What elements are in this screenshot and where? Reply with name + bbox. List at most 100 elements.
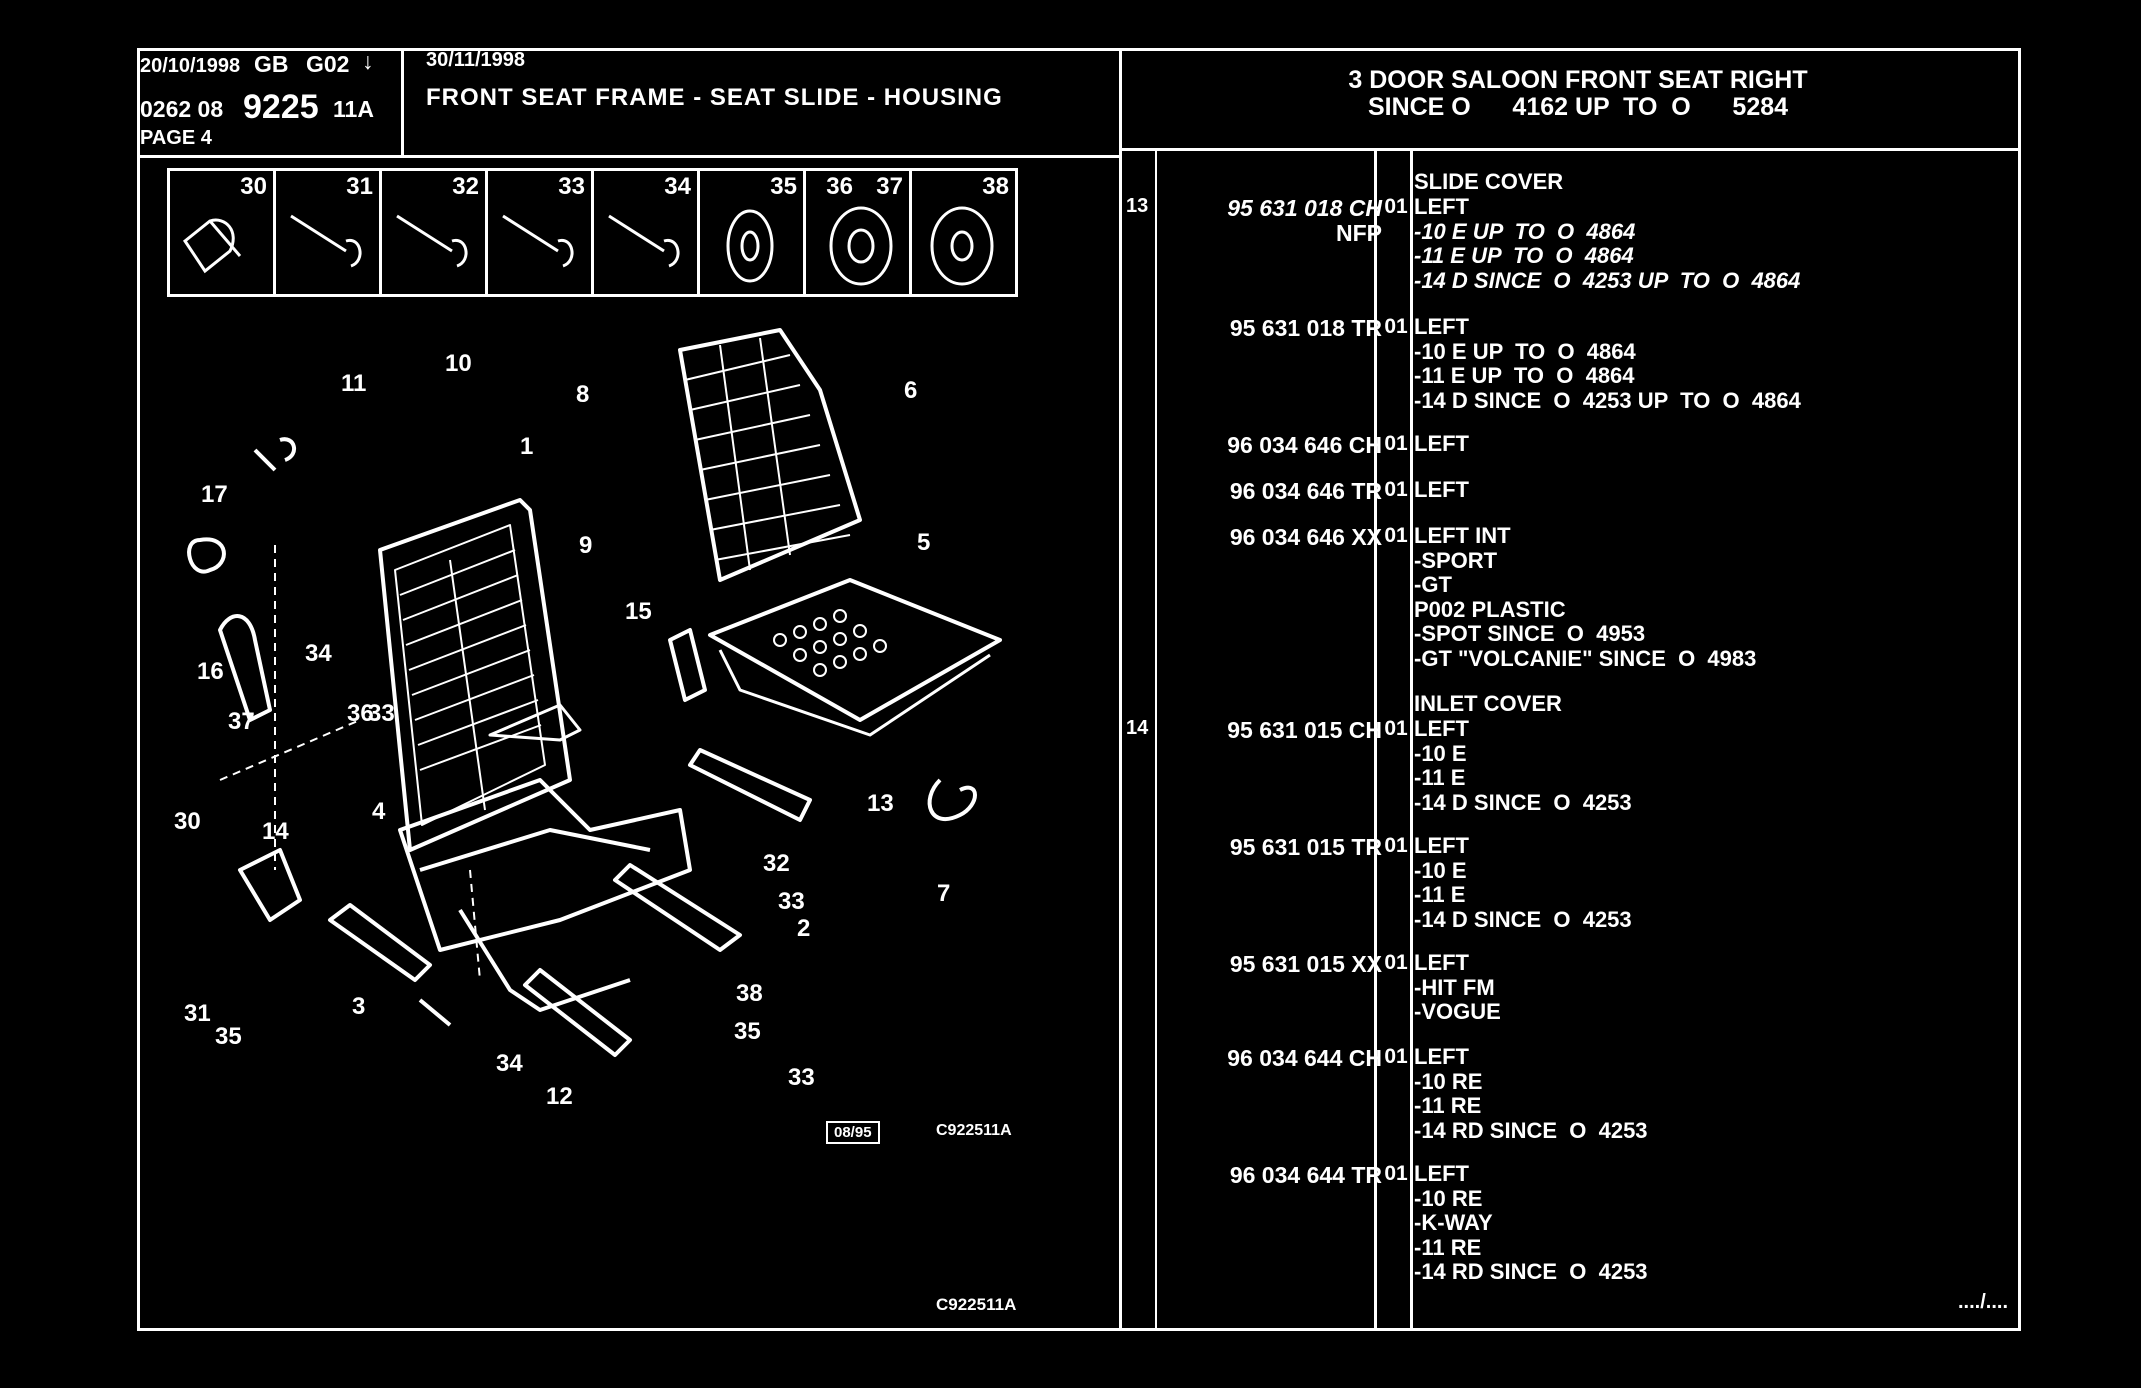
description-line: -GT xyxy=(1414,572,1452,598)
diagram-callout: 13 xyxy=(867,790,894,817)
part-quantity: 01 xyxy=(1384,315,1408,338)
part-number: 95 631 015 XX xyxy=(1229,951,1382,977)
description-line: -10 RE xyxy=(1414,1068,1483,1094)
diagram-callout: 2 xyxy=(797,915,811,942)
part-quantity: 01 xyxy=(1384,195,1408,218)
thumbnail-number: 32 xyxy=(452,173,479,200)
thumbnail-number: 38 xyxy=(982,173,1009,200)
header-divider xyxy=(137,155,1121,158)
description-line: LEFT xyxy=(1414,477,1469,502)
diagram-callout: 1 xyxy=(520,433,534,460)
description-line: -14 D SINCE O 4253 xyxy=(1414,789,1632,815)
part-description: LEFT xyxy=(1414,431,1469,457)
diagram-callout: 12 xyxy=(546,1083,573,1110)
description-line: -11 RE xyxy=(1414,1093,1482,1119)
diagram-callout: 15 xyxy=(625,598,652,625)
description-line: LEFT xyxy=(1414,1044,1469,1069)
part-description: LEFT-10 E-11 E-14 D SINCE O 4253 xyxy=(1414,833,1632,932)
header-date2: 30/11/1998 xyxy=(426,49,525,71)
header-split-left xyxy=(401,48,404,156)
part-note: NFP xyxy=(1336,219,1382,246)
part-ref: 14 xyxy=(1126,717,1149,739)
header-lang: GB xyxy=(254,51,289,77)
diagram-callout: 11 xyxy=(341,370,367,397)
part-description: LEFT-10 E-11 E-14 D SINCE O 4253 xyxy=(1414,716,1632,815)
description-line: -HIT FM xyxy=(1414,974,1495,1000)
thumbnail-cell: 36 37 xyxy=(806,171,912,294)
part-quantity: 01 xyxy=(1384,478,1408,501)
col-divider-ref xyxy=(1155,150,1157,1330)
header-date1: 20/10/1998 xyxy=(140,55,241,77)
fastener-icon xyxy=(930,206,994,286)
fastener-icon xyxy=(608,214,680,268)
part-description: LEFT-10 E UP TO O 4864-11 E UP TO O 4864… xyxy=(1414,314,1801,413)
thumbnail-number: 33 xyxy=(558,173,585,200)
thumbnail-cell: 32 xyxy=(382,171,488,294)
thumbnail-number: 37 xyxy=(876,173,903,200)
part-number: 96 034 646 XX xyxy=(1229,524,1382,550)
description-line: -SPOT SINCE O 4953 xyxy=(1414,621,1646,647)
part-number: 95 631 018 CH xyxy=(1227,195,1382,221)
thumbnail-number: 36 xyxy=(826,173,853,200)
description-line: -11 E xyxy=(1414,765,1466,791)
diagram-callout: 35 xyxy=(215,1023,242,1050)
description-line: LEFT xyxy=(1414,833,1469,858)
thumbnail-cell: 31 xyxy=(276,171,382,294)
diagram-callout: 14 xyxy=(262,818,289,845)
description-line: LEFT xyxy=(1414,314,1469,339)
part-quantity: 01 xyxy=(1384,1162,1408,1185)
seat-exploded-diagram xyxy=(187,328,1002,1057)
diagram-callout: 10 xyxy=(445,350,472,377)
description-line: -VOGUE xyxy=(1414,999,1501,1025)
header-ref-main: 9225 xyxy=(243,88,319,126)
right-title-line2: SINCE O 4162 UP TO O 5284 xyxy=(1367,93,1789,121)
description-line: -14 D SINCE O 4253 UP TO O 4864 xyxy=(1414,267,1801,293)
page-title: FRONT SEAT FRAME - SEAT SLIDE - HOUSING xyxy=(426,84,1003,111)
part-quantity: 01 xyxy=(1384,717,1408,740)
diagram-callout: 6 xyxy=(904,377,918,404)
header-ref-suffix: 11A xyxy=(333,96,374,122)
part-number: 96 034 646 TR xyxy=(1229,478,1382,504)
description-line: -11 E UP TO O 4864 xyxy=(1414,363,1635,389)
description-line: -14 D SINCE O 4253 xyxy=(1414,906,1632,932)
part-number: 95 631 015 TR xyxy=(1229,834,1382,860)
header-page: PAGE 4 xyxy=(140,127,212,149)
description-line: LEFT xyxy=(1414,194,1469,219)
description-line: -11 E xyxy=(1414,882,1466,908)
diagram-callout: 30 xyxy=(174,808,201,835)
diagram-callout: 36 xyxy=(347,700,374,727)
diagram-callout: 32 xyxy=(763,850,790,877)
fastener-icon xyxy=(182,218,242,274)
description-line: -GT "VOLCANIE" SINCE O 4983 xyxy=(1414,645,1757,671)
part-quantity: 01 xyxy=(1384,432,1408,455)
right-title-line1: 3 DOOR SALOON FRONT SEAT RIGHT xyxy=(1348,66,1808,94)
thumbnail-number: 34 xyxy=(664,173,691,200)
diagram-callout: 35 xyxy=(734,1018,761,1045)
main-split xyxy=(1119,48,1122,1331)
description-line: -10 E UP TO O 4864 xyxy=(1414,338,1636,364)
diagram-callout: 9 xyxy=(579,532,593,559)
section-heading: INLET COVER xyxy=(1414,691,1562,717)
diagram-callout: 17 xyxy=(201,481,228,508)
part-description: LEFT-HIT FM-VOGUE xyxy=(1414,950,1501,1025)
part-number: 95 631 018 TR xyxy=(1229,315,1382,341)
diagram-callout: 7 xyxy=(937,880,951,907)
thumbnail-number: 31 xyxy=(346,173,373,200)
diagram-callout: 3 xyxy=(352,993,366,1020)
part-number: 95 631 015 CH xyxy=(1227,717,1382,743)
diagram-callout: 8 xyxy=(576,381,590,408)
fastener-icon xyxy=(829,206,893,286)
part-number: 96 034 646 CH xyxy=(1227,432,1382,458)
diagram-callout: 37 xyxy=(228,708,255,735)
fastener-icon xyxy=(290,214,362,268)
part-description: LEFT-10 E UP TO O 4864-11 E UP TO O 4864… xyxy=(1414,194,1801,293)
header-code: G02 xyxy=(306,51,350,77)
description-line: LEFT INT xyxy=(1414,523,1511,548)
header-ref-prefix: 0262 08 xyxy=(140,96,224,122)
description-line: -SPORT xyxy=(1414,547,1498,573)
fastener-icon xyxy=(502,214,574,268)
diagram-callout: 38 xyxy=(736,980,763,1007)
description-line: LEFT xyxy=(1414,431,1469,456)
